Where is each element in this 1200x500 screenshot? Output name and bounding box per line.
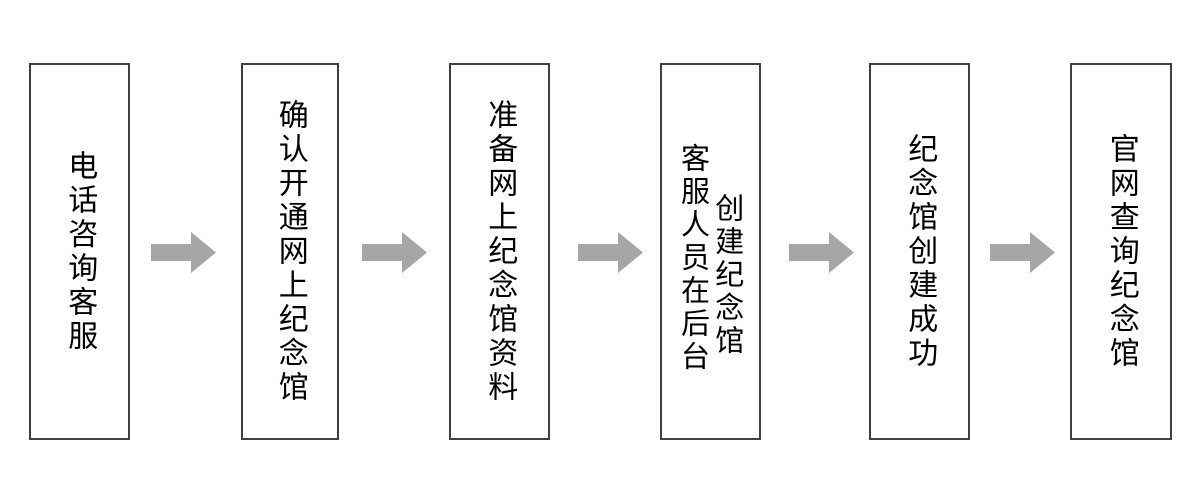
- flow-node-6-label: 官网查询纪念馆: [1103, 132, 1139, 371]
- flow-node-3[interactable]: 准备网上纪念馆资料: [449, 63, 550, 440]
- flow-node-3-label: 准备网上纪念馆资料: [482, 98, 518, 405]
- flow-node-4-label-primary: 客服人员在后台: [676, 143, 711, 374]
- right-arrow-icon: [362, 232, 427, 273]
- right-arrow-icon: [789, 232, 854, 273]
- flow-arrow-3: [578, 232, 643, 273]
- flow-node-2-label: 确认开通网上纪念馆: [272, 98, 308, 405]
- flow-node-2[interactable]: 确认开通网上纪念馆: [241, 63, 339, 440]
- flow-node-1[interactable]: 电话咨询客服: [29, 63, 130, 440]
- flow-arrow-5: [990, 232, 1055, 273]
- flow-node-4-label-secondary: 创建纪念馆: [710, 193, 745, 358]
- flow-node-5-label: 纪念馆创建成功: [902, 132, 938, 371]
- right-arrow-icon: [990, 232, 1055, 273]
- flow-node-1-label: 电话咨询客服: [62, 149, 98, 354]
- flow-arrow-2: [362, 232, 427, 273]
- flow-node-6[interactable]: 官网查询纪念馆: [1070, 63, 1172, 440]
- flow-node-4[interactable]: 客服人员在后台 创建纪念馆: [660, 63, 761, 440]
- flow-arrow-4: [789, 232, 854, 273]
- flow-node-5[interactable]: 纪念馆创建成功: [869, 63, 970, 440]
- right-arrow-icon: [578, 232, 643, 273]
- flow-arrow-1: [151, 232, 216, 273]
- right-arrow-icon: [151, 232, 216, 273]
